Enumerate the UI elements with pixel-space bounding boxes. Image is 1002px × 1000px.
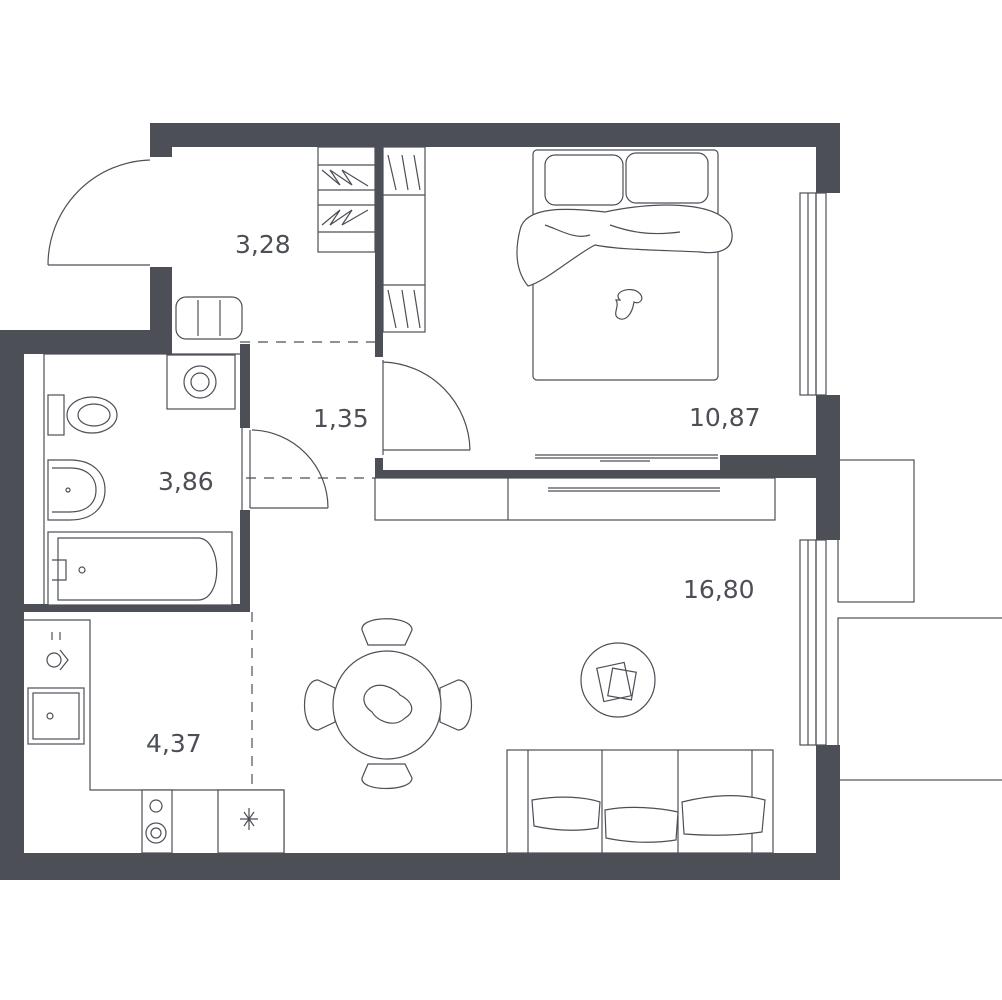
area-label-kitchen: 4,37 <box>146 729 202 758</box>
interior-walls <box>24 147 816 612</box>
area-label-hallway: 3,28 <box>235 230 291 259</box>
balcony-lower <box>837 617 1002 781</box>
coffee-table-icon <box>580 642 656 718</box>
toilet-icon <box>47 394 118 436</box>
balcony-upper <box>837 459 915 603</box>
window-icon <box>799 539 827 746</box>
dining-table-icon <box>303 618 473 789</box>
area-label-bedroom: 10,87 <box>689 403 761 432</box>
area-label-bathroom: 3,86 <box>158 467 214 496</box>
fridge-icon <box>217 789 285 854</box>
area-label-corridor: 1,35 <box>313 404 369 433</box>
sink-icon <box>47 459 106 521</box>
tv-stand-icon <box>374 477 776 521</box>
bathtub-icon <box>47 531 233 606</box>
door-swing-icon <box>47 159 151 266</box>
door-swing-icon <box>382 360 471 455</box>
faucet-icon <box>46 632 69 671</box>
bench-icon <box>175 296 243 340</box>
sofa-icon <box>506 749 774 854</box>
wardrobe-icon <box>382 146 426 333</box>
window-icon <box>799 192 827 396</box>
stove-icon <box>141 789 173 854</box>
sink-icon <box>27 687 85 745</box>
area-label-living-room: 16,80 <box>683 575 755 604</box>
outer-walls <box>0 123 840 880</box>
washing-machine-icon <box>166 354 236 410</box>
tv-icon <box>535 454 718 462</box>
wardrobe-icon <box>317 146 376 253</box>
bed-icon <box>516 149 733 381</box>
door-swing-icon <box>249 429 329 509</box>
